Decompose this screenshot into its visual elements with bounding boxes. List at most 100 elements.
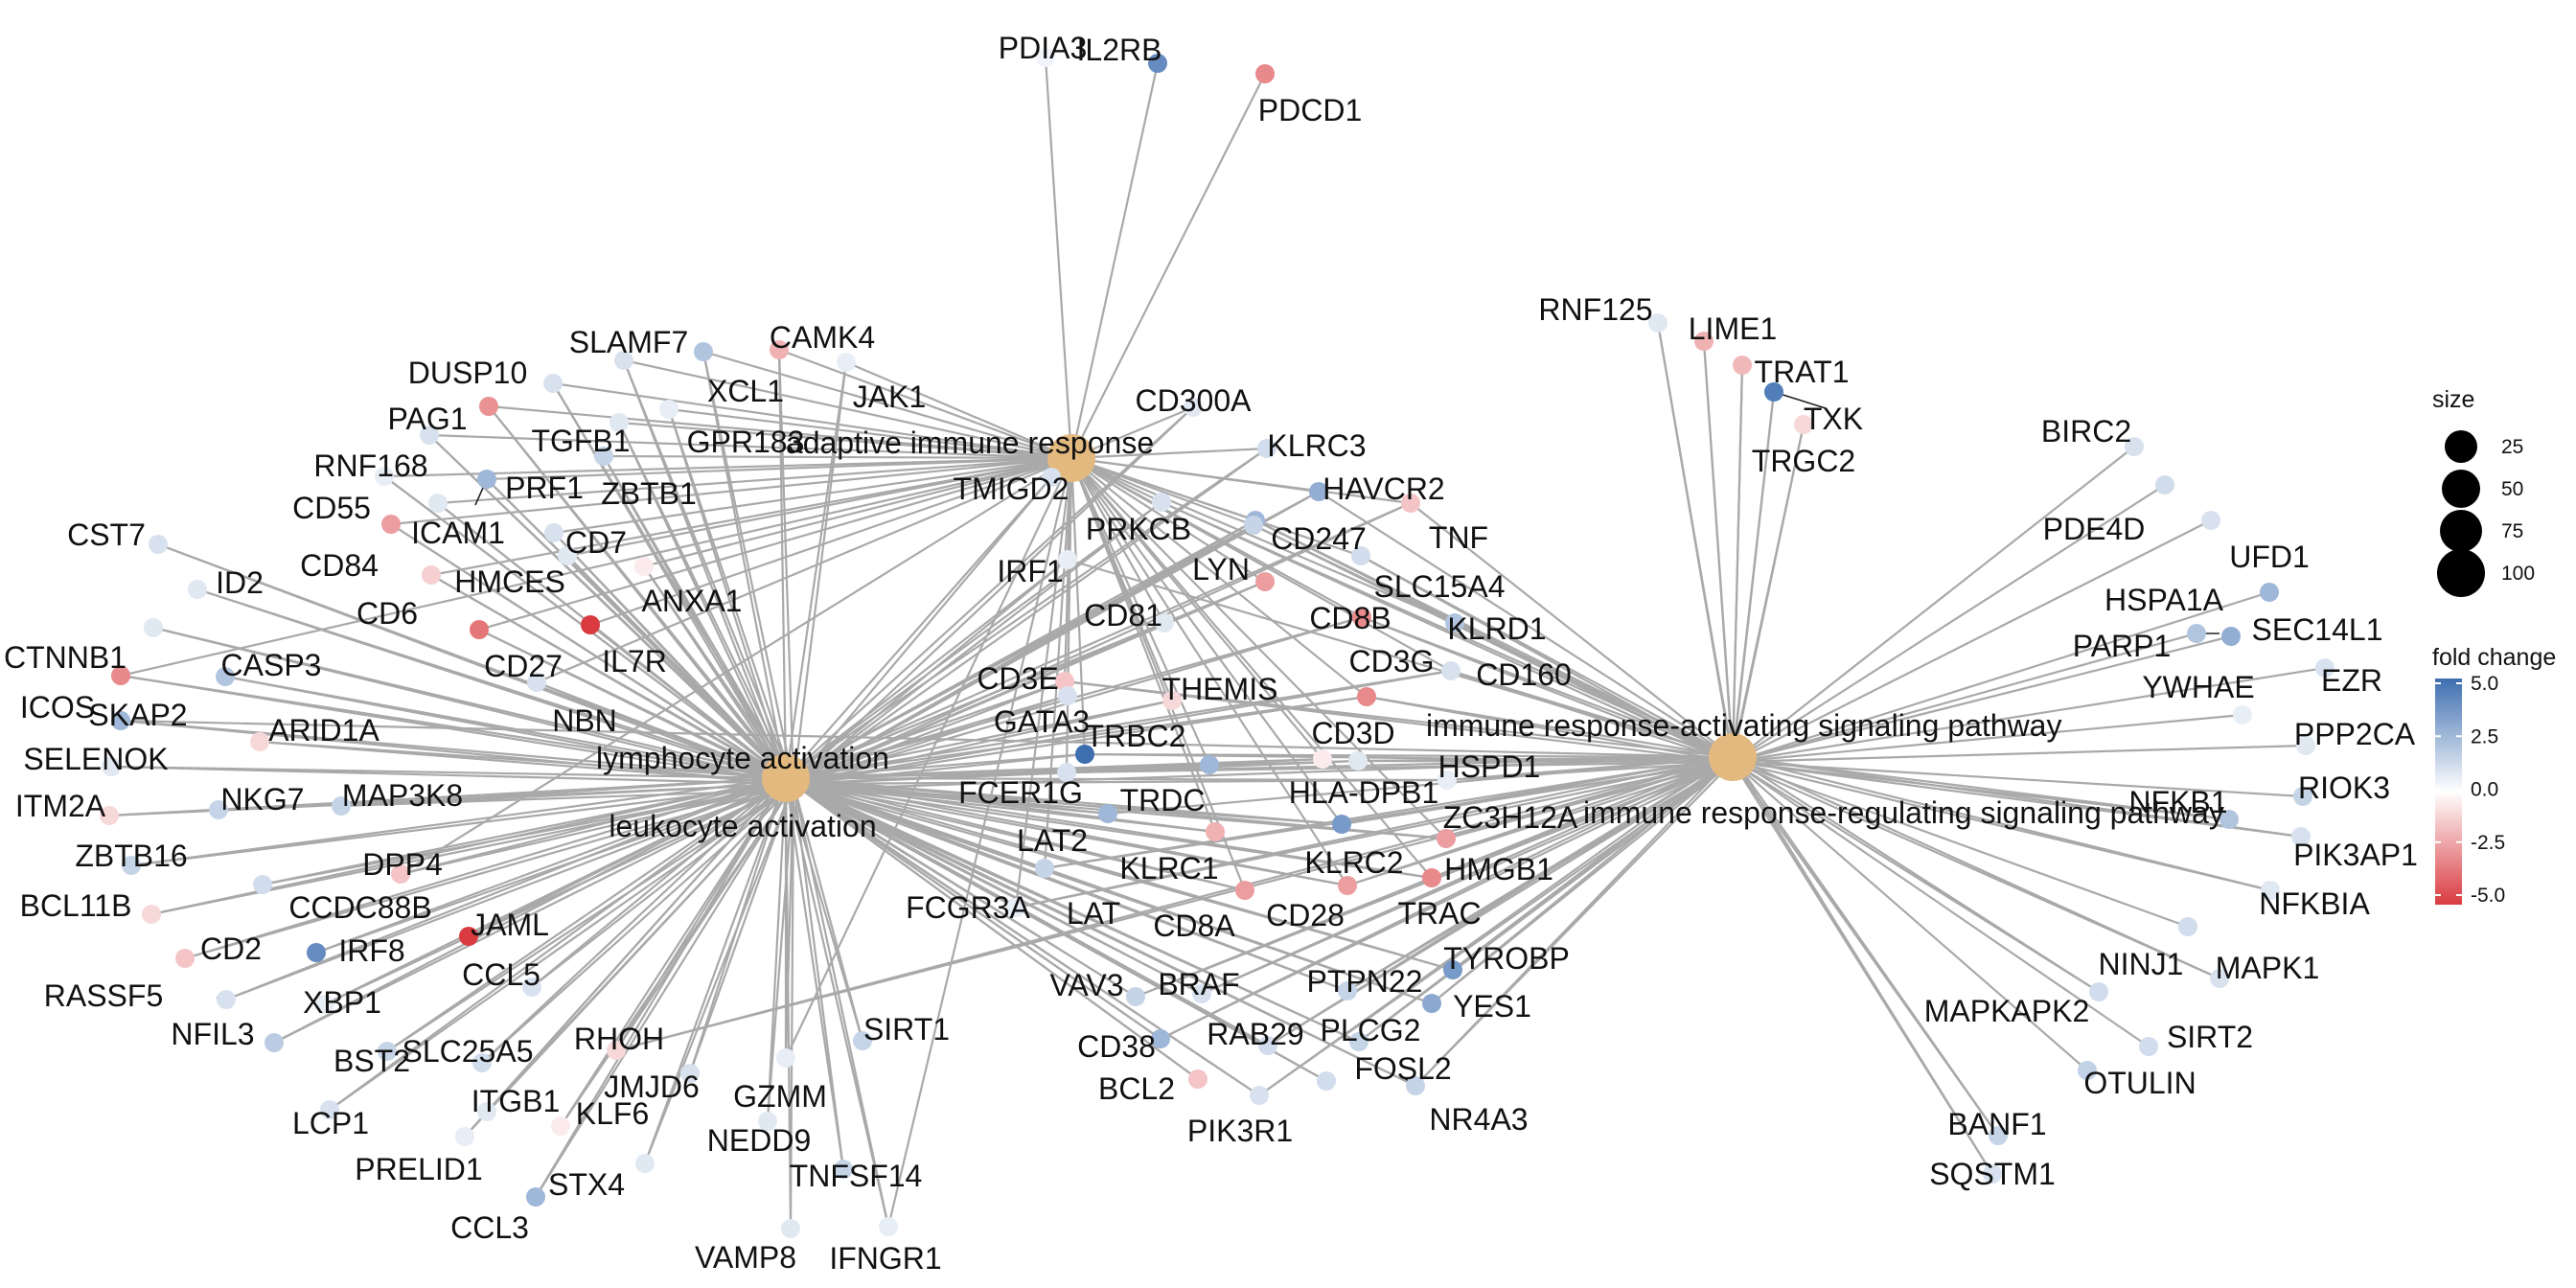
gene-node-ccl5[interactable]	[522, 978, 541, 997]
gene-node-tnfsf14[interactable]	[834, 1160, 853, 1179]
gene-node-rab29[interactable]	[1258, 1036, 1277, 1055]
gene-node-klrc2[interactable]	[1332, 815, 1351, 834]
gene-node-banf1[interactable]	[1989, 1126, 2008, 1145]
gene-node-sec14l1[interactable]	[2221, 627, 2241, 646]
gene-node-anxa1[interactable]	[634, 557, 654, 576]
gene-node-ifngr1[interactable]	[879, 1217, 898, 1236]
category-node-adaptive[interactable]	[1047, 434, 1095, 482]
gene-node-rhoh[interactable]	[607, 1041, 626, 1060]
gene-node-slc15a4[interactable]	[1351, 546, 1370, 565]
gene-node-lat[interactable]	[1035, 859, 1054, 878]
gene-node-tyrobp[interactable]	[1443, 960, 1462, 979]
gene-node-pde4d[interactable]	[2155, 475, 2174, 494]
gene-node-id2[interactable]	[188, 580, 207, 599]
gene-node-braf[interactable]	[1192, 984, 1211, 1003]
gene-node-irf1[interactable]	[1058, 550, 1077, 569]
gene-node-trat1[interactable]	[1733, 356, 1752, 375]
gene-node-rnf125[interactable]	[1648, 313, 1668, 333]
gene-node-pdcd1[interactable]	[1255, 64, 1275, 83]
gene-node-tmigd2[interactable]	[1042, 468, 1061, 487]
gene-node-ccl3[interactable]	[526, 1187, 545, 1207]
gene-node-icam1[interactable]	[428, 494, 448, 513]
gene-node-nkg7[interactable]	[209, 800, 228, 819]
gene-node-selenok[interactable]	[102, 757, 121, 776]
gene-node-ezr[interactable]	[2315, 658, 2334, 678]
gene-node-skap2[interactable]	[111, 711, 130, 730]
gene-node-trac[interactable]	[1422, 868, 1441, 887]
gene-node-cd300a[interactable]	[1184, 398, 1203, 417]
gene-node-pik3ap1[interactable]	[2291, 827, 2311, 846]
gene-node-ufd1[interactable]	[2201, 511, 2220, 530]
gene-node-yes1[interactable]	[1422, 994, 1441, 1013]
gene-node-xbp1[interactable]	[315, 995, 334, 1014]
gene-node-slc25a5[interactable]	[472, 1053, 492, 1072]
gene-node-vav3[interactable]	[1126, 987, 1145, 1006]
gene-node-cd6[interactable]	[422, 565, 441, 585]
gene-node-hmces[interactable]	[558, 546, 577, 565]
gene-node-mapkapk2[interactable]	[2089, 982, 2108, 1001]
gene-node-nfil3[interactable]	[264, 1033, 284, 1052]
gene-node-otulin[interactable]	[2078, 1061, 2097, 1080]
gene-node-gzmm[interactable]	[776, 1048, 795, 1068]
gene-node-vamp8[interactable]	[781, 1219, 800, 1238]
gene-node-sqstm1[interactable]	[1983, 1164, 2002, 1184]
gene-node-zbtb16[interactable]	[122, 856, 141, 875]
gene-node-zbtb1[interactable]	[594, 447, 613, 466]
gene-node-icos[interactable]	[111, 666, 130, 685]
gene-node-ninj1[interactable]	[2178, 917, 2197, 936]
gene-node-trbc2[interactable]	[1075, 745, 1094, 764]
gene-node-cd38[interactable]	[1151, 1029, 1170, 1048]
gene-node-il7r[interactable]	[581, 615, 600, 634]
gene-node-jaml[interactable]	[459, 927, 478, 946]
gene-node-map3k8[interactable]	[332, 796, 351, 816]
gene-node-ccdc88b[interactable]	[253, 875, 272, 894]
gene-node-cd8a[interactable]	[1235, 881, 1254, 900]
gene-node-ptpn22[interactable]	[1338, 981, 1357, 1000]
gene-node-cd81[interactable]	[1155, 613, 1174, 632]
gene-node-tgfb1[interactable]	[610, 413, 629, 432]
gene-node-ctnnb1[interactable]	[144, 618, 163, 637]
gene-node-xcl1[interactable]	[694, 342, 713, 361]
gene-node-cd28[interactable]	[1338, 876, 1357, 895]
gene-node-havcr2[interactable]	[1309, 482, 1328, 501]
gene-node-bcl2[interactable]	[1188, 1070, 1208, 1089]
gene-node-cd27[interactable]	[470, 620, 489, 639]
gene-node-themis[interactable]	[1162, 691, 1182, 710]
gene-node-fcer1g[interactable]	[1057, 763, 1076, 782]
gene-node-hmgb1[interactable]	[1437, 829, 1456, 848]
gene-node-cd84[interactable]	[381, 515, 401, 534]
gene-node-cst7[interactable]	[149, 535, 168, 554]
gene-node-irf8[interactable]	[307, 943, 326, 962]
gene-node-pag1[interactable]	[479, 397, 498, 416]
gene-node-cd3d[interactable]	[1357, 687, 1376, 706]
gene-node-il2rb[interactable]	[1148, 54, 1167, 73]
gene-node-jak1[interactable]	[837, 353, 856, 372]
gene-node-nfkbia[interactable]	[2261, 881, 2280, 900]
gene-node-hla-dpb1[interactable]	[1313, 749, 1332, 769]
gene-node-fosl2[interactable]	[1317, 1071, 1336, 1091]
gene-node-gata3[interactable]	[1058, 686, 1077, 705]
gene-node-trdc[interactable]	[1200, 755, 1219, 774]
category-node-activating[interactable]	[1709, 733, 1757, 781]
gene-node-itm2a[interactable]	[100, 806, 119, 825]
gene-node-hspa1a[interactable]	[2260, 583, 2279, 602]
gene-node-klrc1[interactable]	[1206, 822, 1225, 841]
gene-node-stx4[interactable]	[635, 1154, 655, 1173]
gene-node-prf1[interactable]	[477, 470, 496, 489]
gene-node-prkcb[interactable]	[1152, 493, 1171, 512]
gene-node-cd8b[interactable]	[1255, 572, 1275, 591]
gene-node-slamf7[interactable]	[614, 351, 633, 370]
gene-node-arid1a[interactable]	[250, 732, 269, 751]
gene-node-dusp10[interactable]	[543, 374, 563, 393]
gene-node-lcp1[interactable]	[320, 1100, 339, 1119]
gene-node-cd3e[interactable]	[1055, 672, 1074, 691]
gene-node-bcl11b[interactable]	[142, 905, 161, 924]
gene-node-klrd1[interactable]	[1445, 613, 1464, 632]
gene-node-camk4[interactable]	[770, 340, 789, 359]
gene-node-cd2[interactable]	[175, 949, 195, 968]
gene-node-rassf5[interactable]	[217, 990, 236, 1009]
gene-node-klf6[interactable]	[551, 1116, 570, 1136]
category-node-lymph[interactable]	[762, 754, 810, 802]
gene-node-ppp2ca[interactable]	[2296, 736, 2315, 755]
gene-node-cd3g[interactable]	[1352, 608, 1371, 627]
